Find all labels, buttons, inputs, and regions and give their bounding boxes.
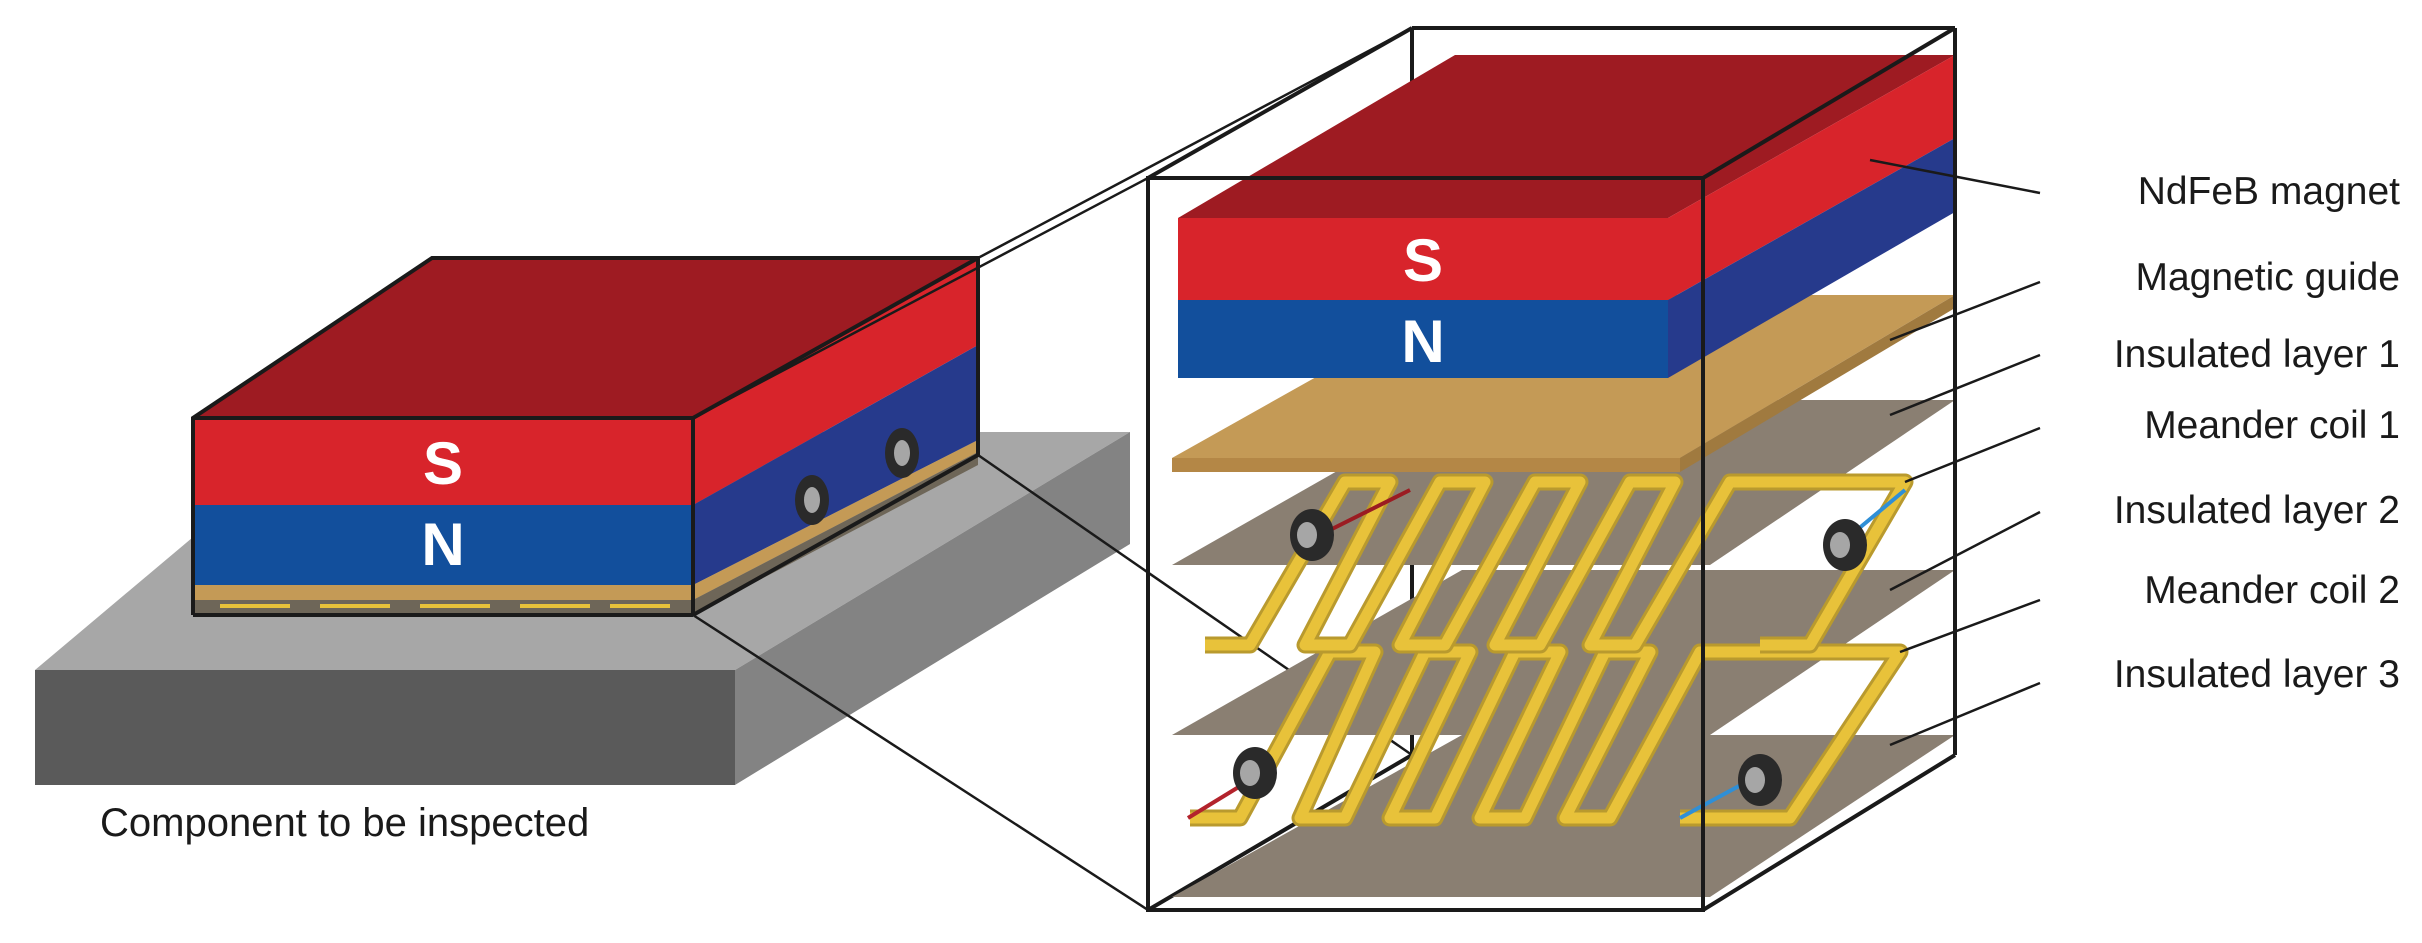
magnet-side-north [1668, 138, 1955, 378]
small-magnet-side-south [693, 258, 978, 505]
small-connector-icon [795, 475, 829, 525]
leader-insulated-layer-2 [1889, 510, 2041, 592]
magnet-north-face [1178, 300, 1668, 378]
leader-magnetic-guide [1889, 280, 2041, 342]
magnet-south-face [1178, 218, 1668, 300]
label-meander-coil-2: Meander coil 2 [2144, 569, 2400, 612]
exploded-wireframe-front [1146, 26, 1957, 912]
exploded-view: S N [1146, 26, 1957, 912]
layer-labels: NdFeB magnet Magnetic guide Insulated la… [2114, 170, 2400, 696]
label-ndfeb-magnet: NdFeB magnet [2138, 170, 2400, 213]
label-insulated-layer-1: Insulated layer 1 [2114, 333, 2400, 376]
leader-meander-coil-1 [1904, 426, 2041, 484]
coil-2-lead-blue [1679, 778, 1751, 820]
small-pole-south: S [423, 430, 463, 497]
label-meander-coil-1: Meander coil 1 [2144, 404, 2400, 447]
coil-2-connector-left-icon [1233, 747, 1277, 799]
leader-insulated-layer-3 [1889, 681, 2041, 747]
coil-1-lead-red [1317, 488, 1411, 538]
coil-1-connector-left-icon [1290, 509, 1334, 561]
leader-lines [1869, 158, 2041, 747]
component-side-face [735, 432, 1130, 785]
component-label: Component to be inspected [100, 801, 589, 845]
small-pole-north: N [421, 511, 464, 578]
component-front-face [35, 670, 735, 785]
leader-ndfeb-magnet [1869, 158, 2041, 195]
coil-1-connector-right-icon [1823, 519, 1867, 571]
coil-2-connector-right-icon [1738, 754, 1782, 806]
meander-coil-1 [1205, 473, 1914, 654]
magnet-pole-north: N [1401, 308, 1444, 375]
small-magnet-south-face [193, 418, 693, 505]
magnet-side-south [1668, 55, 1955, 300]
small-guide-face [193, 585, 693, 600]
magnet-pole-south: S [1403, 227, 1443, 294]
small-guide-side [693, 440, 978, 600]
label-insulated-layer-3: Insulated layer 3 [2114, 653, 2400, 696]
label-insulated-layer-2: Insulated layer 2 [2114, 489, 2400, 532]
small-magnet-side-north [693, 345, 978, 585]
leader-insulated-layer-1 [1889, 353, 2041, 417]
small-magnet-top [193, 258, 978, 418]
small-sensor: S N [191, 256, 980, 617]
small-connector-icon [885, 428, 919, 478]
small-magnet-north-face [193, 505, 693, 585]
leader-meander-coil-2 [1899, 598, 2041, 654]
label-magnetic-guide: Magnetic guide [2135, 256, 2400, 299]
